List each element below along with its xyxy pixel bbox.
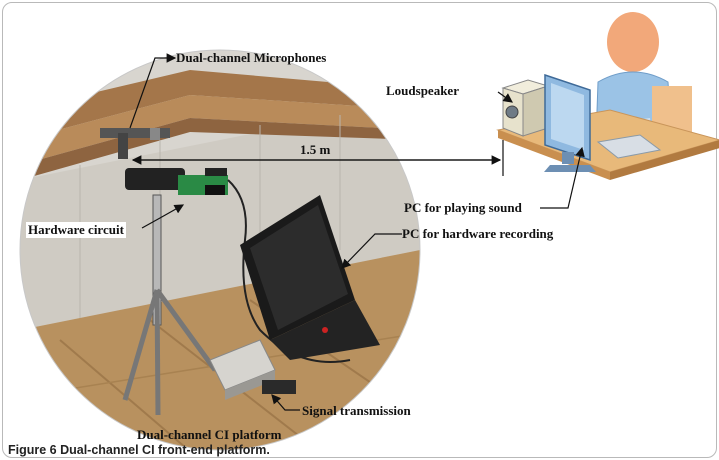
speaker-icon xyxy=(503,80,548,136)
signal-transmission-label: Signal transmission xyxy=(302,403,411,419)
pc-recording-label: PC for hardware recording xyxy=(402,226,553,242)
platform-label: Dual-channel CI platform xyxy=(137,427,281,443)
microphones-label: Dual-channel Microphones xyxy=(176,50,326,66)
platform-photo xyxy=(0,40,440,460)
pc-playing-label: PC for playing sound xyxy=(404,200,522,216)
loudspeaker-label: Loudspeaker xyxy=(386,83,459,99)
desk-illustration xyxy=(498,12,719,180)
distance-label: 1.5 m xyxy=(300,142,330,158)
hardware-circuit-label: Hardware circuit xyxy=(26,222,126,238)
figure-caption: Figure 6 Dual-channel CI front-end platf… xyxy=(8,443,270,457)
